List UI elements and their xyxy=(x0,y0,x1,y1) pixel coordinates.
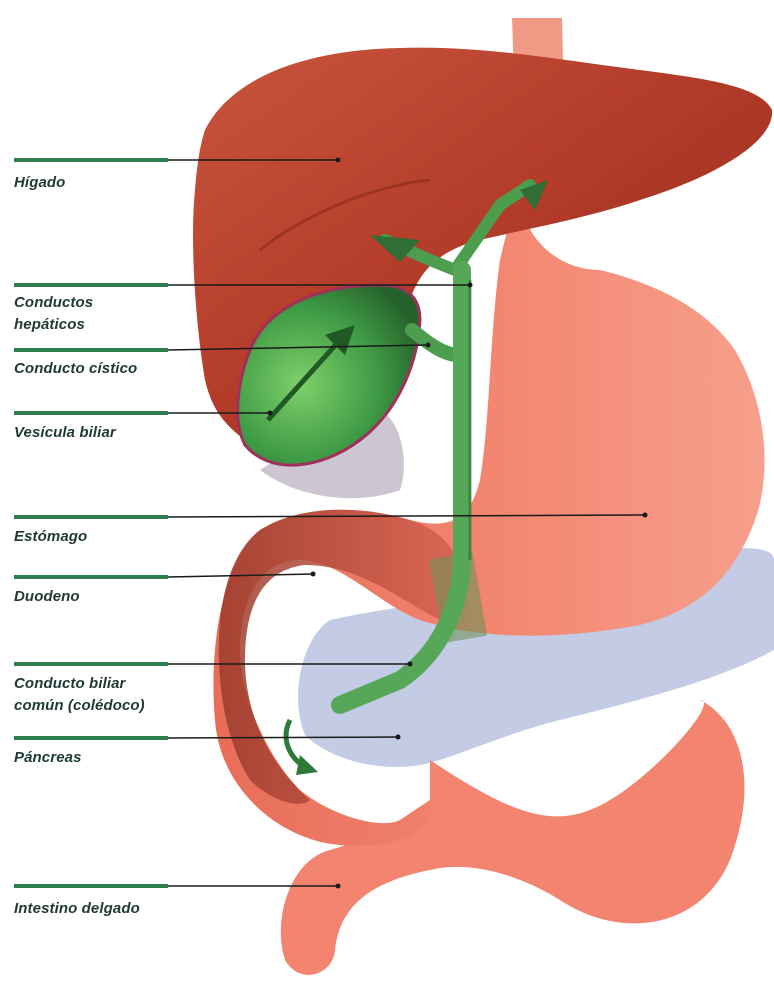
label-line: común (colédoco) xyxy=(14,695,145,717)
label-conducto-biliar-comun: Conducto biliar común (colédoco) xyxy=(14,673,145,717)
label-line: Conducto cístico xyxy=(14,358,137,380)
label-line: Conducto biliar xyxy=(14,673,145,695)
label-line: Intestino delgado xyxy=(14,898,140,920)
label-line: Duodeno xyxy=(14,586,80,608)
label-intestino-delgado: Intestino delgado xyxy=(14,898,140,920)
label-pancreas: Páncreas xyxy=(14,747,82,769)
label-line: Conductos xyxy=(14,292,93,314)
label-line: Hígado xyxy=(14,172,65,194)
label-line: hepáticos xyxy=(14,314,93,336)
label-line: Páncreas xyxy=(14,747,82,769)
label-line: Estómago xyxy=(14,526,87,548)
label-duodeno: Duodeno xyxy=(14,586,80,608)
label-estomago: Estómago xyxy=(14,526,87,548)
label-conductos-hepaticos: Conductos hepáticos xyxy=(14,292,93,336)
label-higado: Hígado xyxy=(14,172,65,194)
label-line: Vesícula biliar xyxy=(14,422,116,444)
cystic-duct xyxy=(412,330,458,355)
label-vesicula-biliar: Vesícula biliar xyxy=(14,422,116,444)
label-conducto-cistico: Conducto cístico xyxy=(14,358,137,380)
